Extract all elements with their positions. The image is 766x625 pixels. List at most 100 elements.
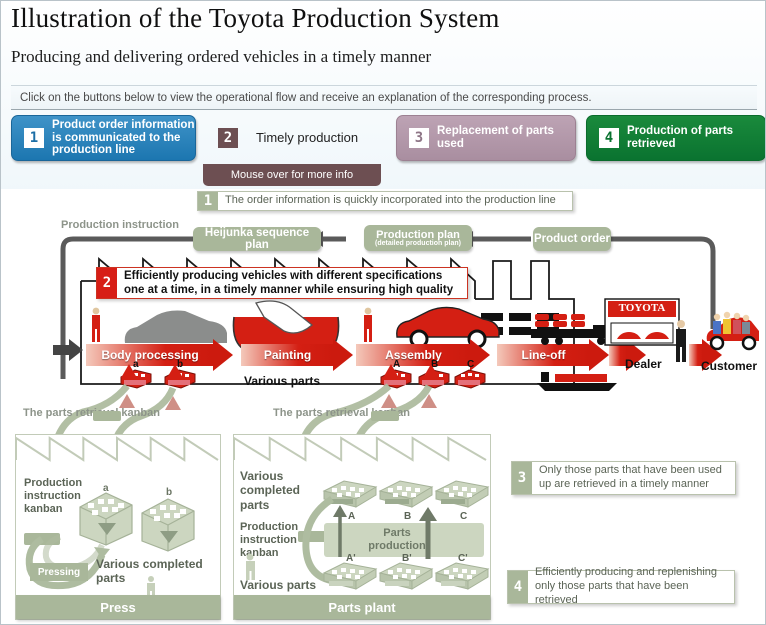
sawtooth-roof-icon — [15, 436, 219, 462]
pill-product-order: Product order — [533, 227, 611, 251]
car-body-grey-icon — [124, 310, 227, 343]
customer-group-icon — [706, 311, 759, 351]
parts-tray-B-label: B — [404, 511, 412, 522]
raw-parts-tray-A — [322, 562, 378, 590]
various-completed-parts-label-parts: Various completed parts — [240, 469, 301, 512]
press-crate-a-label: a — [103, 483, 109, 494]
button-3-number: 3 — [409, 128, 429, 148]
callout-3-text: Only those parts that have been used up … — [539, 464, 722, 490]
arrow-head-icon — [213, 339, 233, 371]
callout-2-text: Efficiently producing vehicles with diff… — [124, 269, 454, 296]
process-arrow-assembly: Assembly — [356, 339, 490, 371]
arrow-head-icon — [470, 339, 490, 371]
parts-production-band — [324, 523, 484, 557]
diagram-canvas: 1 The order information is quickly incor… — [1, 189, 765, 624]
pressing-label: Pressing — [30, 563, 88, 581]
raw-parts-tray-B — [378, 562, 434, 590]
pill-heijunka: Heijunka sequence plan — [193, 227, 321, 251]
line-crate-B-label: B — [431, 359, 439, 370]
process-arrow-painting: Painting — [241, 339, 353, 371]
raw-parts-tray-C — [434, 562, 490, 590]
salesman-icon — [676, 320, 686, 362]
button-1-number: 1 — [24, 128, 44, 148]
press-crate-a — [79, 492, 133, 546]
process-button-1[interactable]: 1 Product order information is communica… — [11, 115, 196, 161]
production-instruction-kanban-label-parts: Production instruction kanban — [240, 521, 299, 560]
various-parts-top-label: Various parts — [244, 374, 321, 388]
parts-production-label: Parts production — [368, 527, 426, 553]
kanban-tag-icon — [93, 411, 121, 421]
pill-heijunka-label: Heijunka sequence plan — [204, 227, 310, 251]
parts-production-arrows — [333, 505, 437, 559]
line-crate-a-label: a — [133, 359, 139, 370]
worker-icon — [147, 576, 155, 597]
button-3-label: Replacement of parts used — [437, 125, 554, 150]
line-entry-arrow — [53, 339, 83, 361]
process-button-row: 1 Product order information is communica… — [11, 115, 765, 163]
process-button-2[interactable]: 2 Timely production — [206, 115, 388, 161]
dealer-building-icon — [604, 298, 680, 346]
button-2-number: 2 — [218, 128, 238, 148]
parts-tray-C-label: C — [460, 511, 468, 522]
kanban-tag-icon — [298, 531, 328, 542]
parts-tray-A — [322, 480, 378, 508]
cargo-ship-icon — [537, 372, 617, 391]
production-instruction-label: Production instruction — [61, 219, 179, 231]
button-2-label: Timely production — [256, 129, 359, 145]
callout-4-number: 4 — [508, 571, 528, 603]
button-4-label: Production of parts retrieved — [627, 125, 734, 150]
press-plant-floor-label: Press — [16, 595, 220, 619]
parts-plant-floor-label: Parts plant — [234, 595, 490, 619]
press-crate-b — [141, 498, 195, 552]
page-subtitle: Producing and delivering ordered vehicle… — [11, 47, 432, 66]
raw-parts-tray-C-label: C' — [458, 553, 468, 564]
various-parts-label-parts: Various parts — [240, 578, 317, 592]
process-arrow-line-off-label: Line-off — [497, 344, 590, 366]
line-crate-C — [454, 369, 486, 389]
process-button-4[interactable]: 4 Production of parts retrieved — [586, 115, 765, 161]
customer-label: Customer — [701, 359, 758, 373]
mouse-over-tab[interactable]: Mouse over for more info — [203, 164, 381, 186]
dealer-label: Dealer — [625, 357, 662, 371]
process-arrow-to-dealer — [609, 339, 646, 371]
parts-tray-B — [378, 480, 434, 508]
callout-1-number: 1 — [198, 192, 218, 210]
kanban-tag-icon — [371, 411, 399, 421]
toyota-sign-text: TOYOTA — [618, 302, 666, 314]
process-arrow-painting-label: Painting — [241, 344, 334, 366]
arrow-head-icon — [333, 339, 353, 371]
worker-icon — [364, 307, 372, 342]
callout-4-text: Efficiently producing and replenishing o… — [535, 566, 718, 606]
parts-tray-A-label: A — [348, 511, 356, 522]
sawtooth-roof-icon — [233, 436, 487, 462]
process-arrow-body-processing-label: Body processing — [86, 344, 214, 366]
callout-1: 1 The order information is quickly incor… — [197, 191, 573, 211]
line-crate-b-label: b — [177, 359, 184, 370]
worker-icon — [92, 307, 100, 342]
process-arrow-line-off: Line-off — [497, 339, 609, 371]
arrow-head-icon — [626, 339, 646, 371]
line-crate-C-label: C — [467, 359, 475, 370]
callout-2-number: 2 — [97, 268, 117, 298]
button-4-number: 4 — [599, 128, 619, 148]
press-crate-b-label: b — [166, 487, 173, 498]
instruction-bar: Click on the buttons below to view the o… — [11, 85, 757, 110]
various-completed-parts-label-press: Various completed parts — [96, 557, 203, 586]
callout-4: 4 Efficiently producing and replenishing… — [507, 566, 735, 606]
kanban-circulation-loop — [302, 496, 335, 585]
process-arrow-body-processing: Body processing — [86, 339, 233, 371]
arrow-head-icon — [589, 339, 609, 371]
page-title: Illustration of the Toyota Production Sy… — [11, 3, 500, 33]
line-crate-A-label: A — [393, 359, 401, 370]
callout-2: 2 Efficiently producing vehicles with di… — [96, 267, 468, 299]
parts-plant: Various completed parts Production instr… — [233, 434, 491, 620]
parts-retrieval-kanban-label-left: The parts retrieval kanban — [23, 407, 160, 419]
production-instruction-kanban-label-press: Production instruction kanban — [24, 477, 83, 516]
callout-3-number: 3 — [512, 462, 532, 494]
pill-production-plan: Production plan (detailed production pla… — [364, 225, 472, 251]
callout-1-text: The order information is quickly incorpo… — [225, 194, 556, 207]
process-button-3[interactable]: 3 Replacement of parts used — [396, 115, 576, 161]
parts-tray-C — [434, 480, 490, 508]
button-1-label: Product order information is communicate… — [52, 118, 195, 157]
raw-parts-tray-B-label: B' — [402, 553, 412, 564]
